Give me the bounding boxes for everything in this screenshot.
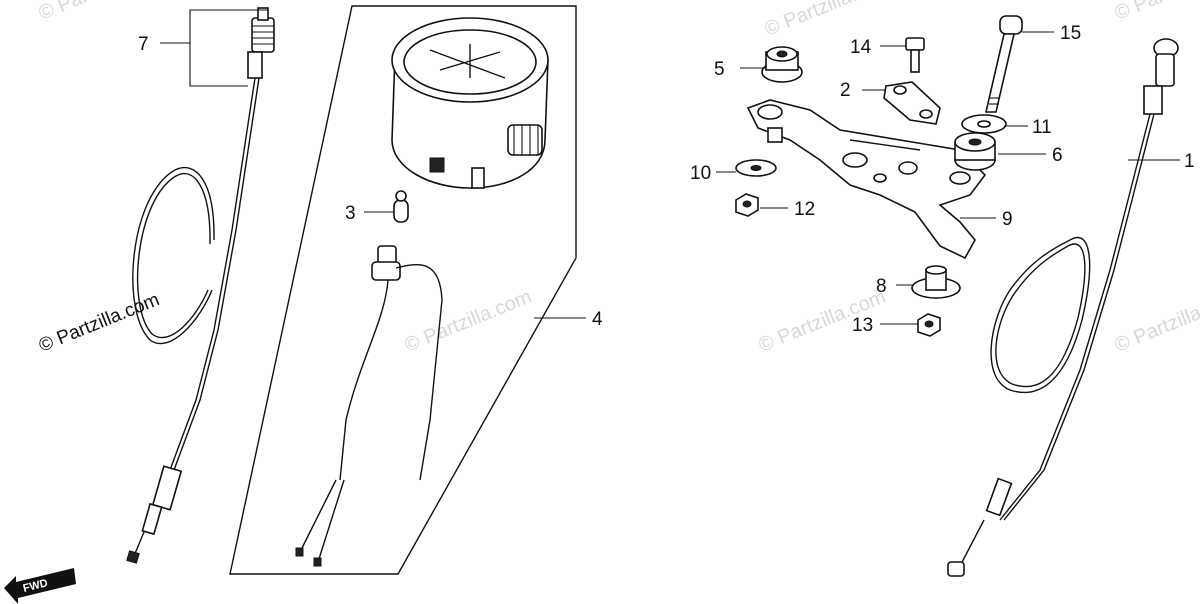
collar <box>911 265 961 299</box>
fwd-label: FWD <box>22 577 49 595</box>
grommet-upper <box>761 46 803 83</box>
watermark: © Partzilla.com <box>762 0 895 41</box>
grommet-lower <box>954 132 996 171</box>
bolt-screw <box>905 37 925 73</box>
watermark-layer: © Partzilla.com © Partzilla.com © Partzi… <box>36 0 1200 357</box>
callout-9: 9 <box>1002 209 1013 230</box>
callout-8: 8 <box>876 276 887 297</box>
callout-12: 12 <box>794 199 815 220</box>
tachometer-cable <box>947 38 1179 577</box>
callout-11: 11 <box>1032 117 1052 138</box>
callout-labels: 1 2 3 4 5 6 7 8 9 10 11 12 13 14 15 <box>138 23 1195 336</box>
callout-3: 3 <box>345 203 356 224</box>
callout-5: 5 <box>714 59 725 80</box>
watermark: © Partzilla.com <box>1112 0 1200 25</box>
speedometer-gauge <box>391 17 549 189</box>
callout-15: 15 <box>1060 23 1081 44</box>
speedometer-cable <box>126 7 275 564</box>
long-bolt <box>984 15 1023 113</box>
nut-left <box>735 193 759 217</box>
callout-1: 1 <box>1184 151 1195 172</box>
watermark: © Partzilla.com <box>36 0 169 25</box>
fwd-arrow-icon: FWD <box>4 568 76 604</box>
callout-bracket <box>189 9 268 87</box>
callout-4: 4 <box>592 309 603 330</box>
watermark: © Partzilla.com <box>402 286 535 357</box>
callout-13: 13 <box>852 315 873 336</box>
leader-lines <box>160 31 1180 325</box>
callout-14: 14 <box>850 37 872 58</box>
meter-bracket <box>746 99 987 260</box>
watermark-dark: © Partzilla.com <box>36 289 163 356</box>
callout-6: 6 <box>1052 145 1063 166</box>
assembly-panel <box>229 5 577 575</box>
nut-lower <box>917 313 941 337</box>
watermark: © Partzilla.com <box>1112 286 1200 357</box>
washer-upper <box>961 114 1007 134</box>
wire-harness <box>295 245 443 567</box>
callout-7: 7 <box>138 34 149 55</box>
small-bracket <box>883 81 941 125</box>
bulb-socket <box>393 190 409 223</box>
washer-left <box>735 159 777 177</box>
callout-2: 2 <box>840 80 851 101</box>
callout-10: 10 <box>690 163 711 184</box>
